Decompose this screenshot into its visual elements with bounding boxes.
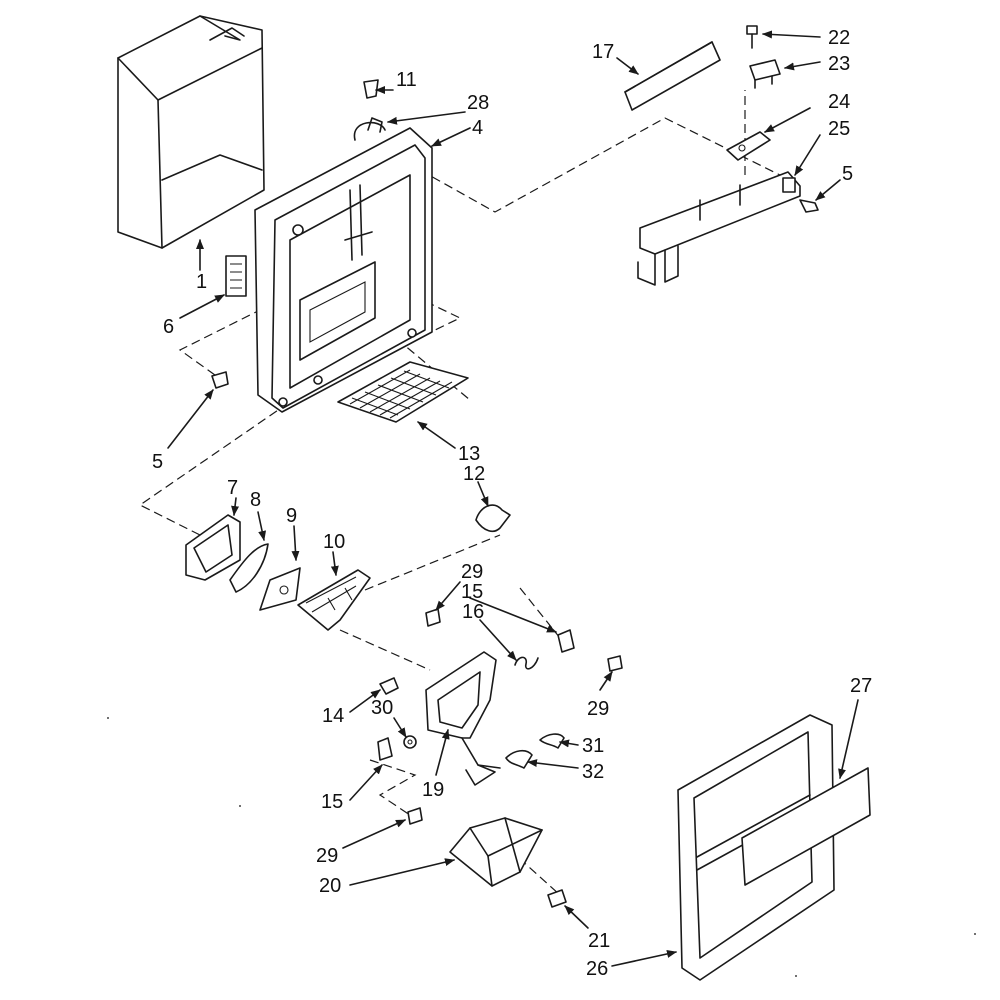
part-15-clip-b <box>377 737 393 761</box>
part-32-pad <box>505 749 533 769</box>
callout-8: 8 <box>250 489 261 511</box>
callout-5-right: 5 <box>842 163 853 185</box>
part-7-bezel <box>185 514 241 581</box>
part-25-actuator-bracket <box>637 171 801 286</box>
part-31-pad <box>539 733 565 749</box>
part-29-screw-c <box>407 807 423 825</box>
callout-17: 17 <box>592 41 614 63</box>
part-5-screw-b <box>799 199 819 213</box>
callout-12: 12 <box>463 463 485 485</box>
callout-24: 24 <box>828 91 850 113</box>
part-23-switch <box>749 59 781 89</box>
part-24-bracket <box>726 131 771 161</box>
part-9-plate <box>259 567 301 611</box>
part-1-cover-box <box>117 15 265 249</box>
part-11-nut <box>363 79 379 99</box>
part-29-screw-a <box>425 608 441 627</box>
part-28-wire <box>367 117 383 133</box>
callout-10: 10 <box>323 531 345 553</box>
callout-19: 19 <box>422 779 444 801</box>
callout-27: 27 <box>850 675 872 697</box>
part-22-screw <box>746 25 758 49</box>
callout-4: 4 <box>472 117 483 139</box>
part-17-trim-strip <box>624 41 721 111</box>
part-10-switch-bracket <box>297 569 371 631</box>
callout-9: 9 <box>286 505 297 527</box>
callout-6: 6 <box>163 316 174 338</box>
scan-specks <box>107 717 976 977</box>
part-4-housing-frame <box>254 121 433 413</box>
callout-28: 28 <box>467 92 489 114</box>
callout-11: 11 <box>396 69 417 91</box>
callout-13: 13 <box>458 443 480 465</box>
part-13-grille <box>337 361 469 423</box>
part-20-ice-chute <box>449 817 543 887</box>
callout-1: 1 <box>196 271 207 293</box>
callout-labels: 1 4 5 5 6 7 8 9 10 11 12 13 14 15 15 16 … <box>152 27 872 980</box>
part-6-block <box>225 255 247 297</box>
callout-5-left: 5 <box>152 451 163 473</box>
leader-lines <box>167 30 859 967</box>
callout-31: 31 <box>582 735 604 757</box>
callout-29-upper: 29 <box>461 561 483 583</box>
part-12-lever <box>475 504 511 533</box>
part-15-clip-a <box>557 629 575 653</box>
callout-14: 14 <box>322 705 344 727</box>
part-16-spring <box>514 656 539 670</box>
callout-29-lower: 29 <box>316 845 338 867</box>
callout-15-lower: 15 <box>321 791 343 813</box>
callout-26: 26 <box>586 958 608 980</box>
callout-32: 32 <box>582 761 604 783</box>
part-27-label-plate <box>741 767 871 886</box>
callout-23: 23 <box>828 53 850 75</box>
part-30-washer <box>403 735 417 749</box>
callout-22: 22 <box>828 27 850 49</box>
callout-21: 21 <box>588 930 610 952</box>
part-19-dispenser-arm <box>425 651 501 786</box>
callout-16: 16 <box>462 601 484 623</box>
callout-7: 7 <box>227 477 238 499</box>
part-14-clip <box>379 677 399 695</box>
callout-30: 30 <box>371 697 393 719</box>
callout-15-upper: 15 <box>461 581 483 603</box>
callout-20: 20 <box>319 875 341 897</box>
callout-29-right: 29 <box>587 698 609 720</box>
part-8-lens <box>229 543 269 593</box>
part-21-screw <box>547 889 567 908</box>
part-5-screw-a <box>211 371 229 389</box>
part-29-screw-b <box>607 655 623 672</box>
callout-25: 25 <box>828 118 850 140</box>
